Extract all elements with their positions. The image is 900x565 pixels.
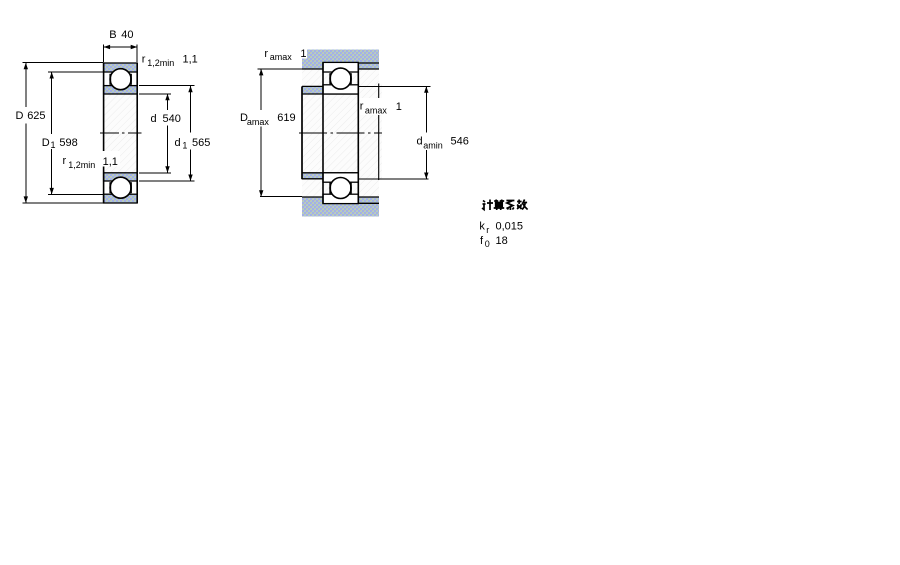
- svg-text:k: k: [479, 221, 485, 233]
- svg-text:d: d: [417, 136, 423, 148]
- svg-text:r: r: [264, 48, 268, 60]
- svg-text:546: 546: [451, 136, 469, 148]
- svg-text:1,2min: 1,2min: [147, 58, 174, 68]
- svg-text:1,1: 1,1: [183, 53, 198, 65]
- svg-text:598: 598: [59, 137, 77, 149]
- svg-text:1: 1: [182, 141, 187, 151]
- svg-text:1,2min: 1,2min: [68, 160, 95, 170]
- svg-text:D: D: [16, 110, 24, 122]
- svg-text:D: D: [42, 137, 50, 149]
- svg-text:d: d: [175, 137, 181, 149]
- svg-text:1: 1: [396, 101, 402, 113]
- svg-text:1: 1: [300, 48, 306, 60]
- svg-text:540: 540: [163, 113, 181, 125]
- svg-text:amax: amax: [247, 117, 270, 127]
- svg-text:1: 1: [51, 140, 56, 150]
- svg-text:1,1: 1,1: [103, 156, 118, 168]
- svg-text:0,015: 0,015: [496, 221, 524, 233]
- svg-text:r: r: [486, 225, 489, 235]
- svg-text:565: 565: [192, 137, 210, 149]
- svg-text:r: r: [360, 101, 364, 113]
- svg-text:0: 0: [485, 239, 490, 249]
- svg-text:625: 625: [27, 110, 45, 122]
- svg-text:amax: amax: [365, 105, 388, 115]
- svg-text:D: D: [240, 112, 248, 124]
- svg-text:18: 18: [496, 235, 508, 247]
- svg-text:B: B: [109, 29, 116, 41]
- svg-text:r: r: [63, 155, 67, 167]
- svg-text:amax: amax: [270, 52, 293, 62]
- svg-text:40: 40: [121, 29, 133, 41]
- svg-text:d: d: [151, 113, 157, 125]
- svg-text:f: f: [480, 235, 484, 247]
- svg-text:619: 619: [277, 112, 295, 124]
- svg-text:amin: amin: [423, 140, 443, 150]
- svg-text:r: r: [142, 53, 146, 65]
